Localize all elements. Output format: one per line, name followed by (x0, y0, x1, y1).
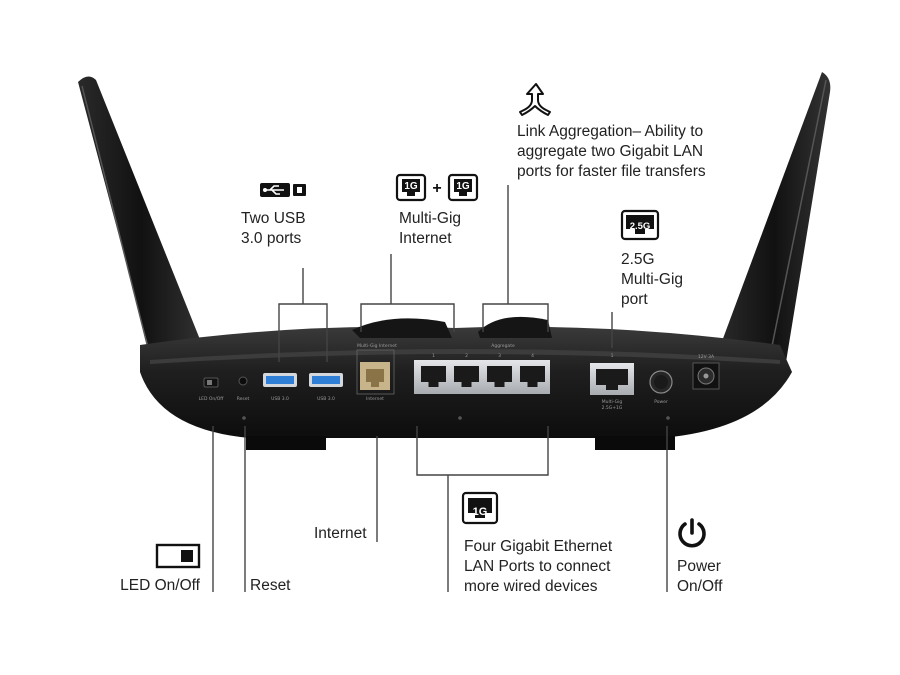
power-icon (678, 518, 706, 548)
lan-port-1[interactable] (421, 366, 446, 387)
lan-port-number: 2 (465, 353, 468, 359)
panel-multigig-number: 1 (611, 353, 614, 359)
lan-port-2[interactable] (454, 366, 479, 387)
lan-port-3[interactable] (487, 366, 512, 387)
link-aggregation-icon (519, 83, 551, 116)
panel-aggregate-group: Aggregate (491, 343, 515, 349)
panel-multigig-port-label-1: Multi-Gig (602, 399, 623, 405)
panel-usb1-label: USB 3.0 (271, 396, 289, 402)
internet-label: Internet (314, 525, 367, 542)
reset-label: Reset (250, 577, 291, 594)
usb-icon (260, 183, 306, 197)
one-g-badge-icon (395, 173, 427, 202)
left-antenna (78, 76, 205, 360)
usb-port-2[interactable] (309, 373, 343, 387)
lan-port-number: 1 (432, 353, 435, 359)
one-g-badge-text: 1G (404, 181, 418, 192)
dc-power-jack[interactable] (692, 362, 720, 390)
lan-port-number: 3 (498, 353, 501, 359)
panel-usb2-label: USB 3.0 (317, 396, 335, 402)
internet-port[interactable] (360, 362, 390, 390)
power-button[interactable] (649, 370, 673, 394)
usb-port-1[interactable] (263, 373, 297, 387)
led-switch-icon (155, 543, 201, 569)
panel-multigig-port-label-2: 2.5G+1G (602, 405, 623, 411)
one-g-badge-icon-2 (447, 173, 479, 202)
panel-internet-label: Internet (366, 396, 384, 402)
callout-lines (212, 185, 668, 592)
one-g-badge-text-2: 1G (456, 181, 470, 192)
one-g-lan-badge-text: 1G (473, 506, 488, 518)
two-five-g-badge-icon (620, 209, 660, 241)
led-switch[interactable] (203, 377, 219, 388)
lan-port-4[interactable] (520, 366, 545, 387)
plus-sign: + (432, 180, 441, 197)
panel-dc-label: 12V 3A (698, 354, 715, 360)
panel-power-label: Power (654, 399, 668, 405)
led-label: LED On/Off (120, 577, 200, 594)
panel-led-label: LED On/Off (199, 396, 225, 402)
multigig-25g-port[interactable] (590, 363, 634, 395)
one-g-lan-badge-icon (461, 491, 499, 525)
two-five-g-badge-text: 2.5G (630, 221, 651, 232)
reset-pinhole[interactable] (238, 376, 248, 386)
lan-port-number: 4 (531, 353, 534, 359)
panel-multigig-group: Multi-Gig Internet (357, 343, 397, 349)
panel-reset-label: Reset (237, 396, 250, 402)
right-antenna (718, 72, 831, 362)
